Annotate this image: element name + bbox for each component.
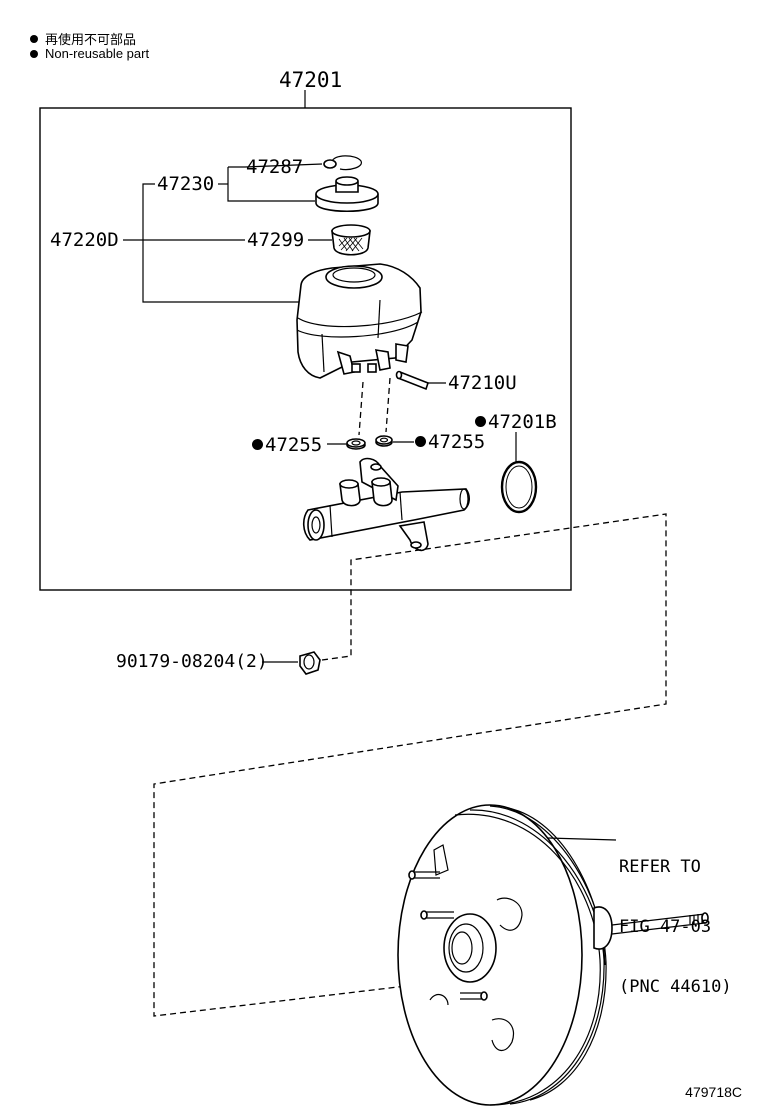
legend-japanese: 再使用不可部品	[30, 29, 136, 48]
grommet-47255-right	[375, 435, 393, 447]
non-reusable-bullet-icon	[475, 416, 486, 427]
oring-47201B	[500, 460, 538, 514]
refer-leader	[547, 837, 617, 841]
clip-47287	[323, 155, 362, 171]
label-47255-right: 47255	[415, 433, 485, 452]
label-47201B-text: 47201B	[488, 411, 557, 433]
label-47210U: 47210U	[448, 372, 517, 394]
non-reusable-bullet-icon	[252, 439, 263, 450]
nut-90179	[299, 651, 321, 675]
strainer-47299	[331, 224, 371, 256]
master-cylinder	[302, 457, 470, 552]
cap-47230	[315, 176, 379, 213]
refer-note: REFER TO FIG 47-03 (PNC 44610)	[619, 817, 732, 1017]
legend-english: Non-reusable part	[30, 46, 149, 61]
legend-text-english: Non-reusable part	[45, 46, 150, 61]
refer-note-line2: FIG 47-03	[619, 917, 712, 937]
refer-note-line1: REFER TO	[619, 857, 701, 877]
reservoir-47220D	[296, 263, 423, 379]
leader-lines	[123, 163, 517, 663]
label-47299: 47299	[247, 229, 305, 251]
label-47255-left-text: 47255	[265, 434, 323, 456]
figure-id: 479718C	[685, 1084, 742, 1100]
non-reusable-bullet-icon	[30, 34, 38, 43]
label-47255-left: 47255	[252, 436, 322, 455]
refer-note-line3: (PNC 44610)	[619, 977, 732, 997]
label-47220D: 47220D	[50, 229, 119, 251]
non-reusable-bullet-icon	[415, 436, 426, 447]
label-47287: 47287	[246, 156, 304, 178]
label-47230: 47230	[157, 173, 215, 195]
grommet-47255-left	[346, 438, 366, 450]
label-47255-right-text: 47255	[428, 431, 486, 453]
label-assembly-47201: 47201	[279, 68, 343, 92]
label-90179-08204: 90179-08204(2)	[116, 651, 268, 672]
non-reusable-bullet-icon	[30, 49, 38, 58]
brake-booster	[397, 804, 709, 1106]
legend-text-japanese: 再使用不可部品	[45, 32, 137, 47]
label-47201B: 47201B	[475, 413, 557, 432]
pin-47210U	[395, 370, 429, 391]
